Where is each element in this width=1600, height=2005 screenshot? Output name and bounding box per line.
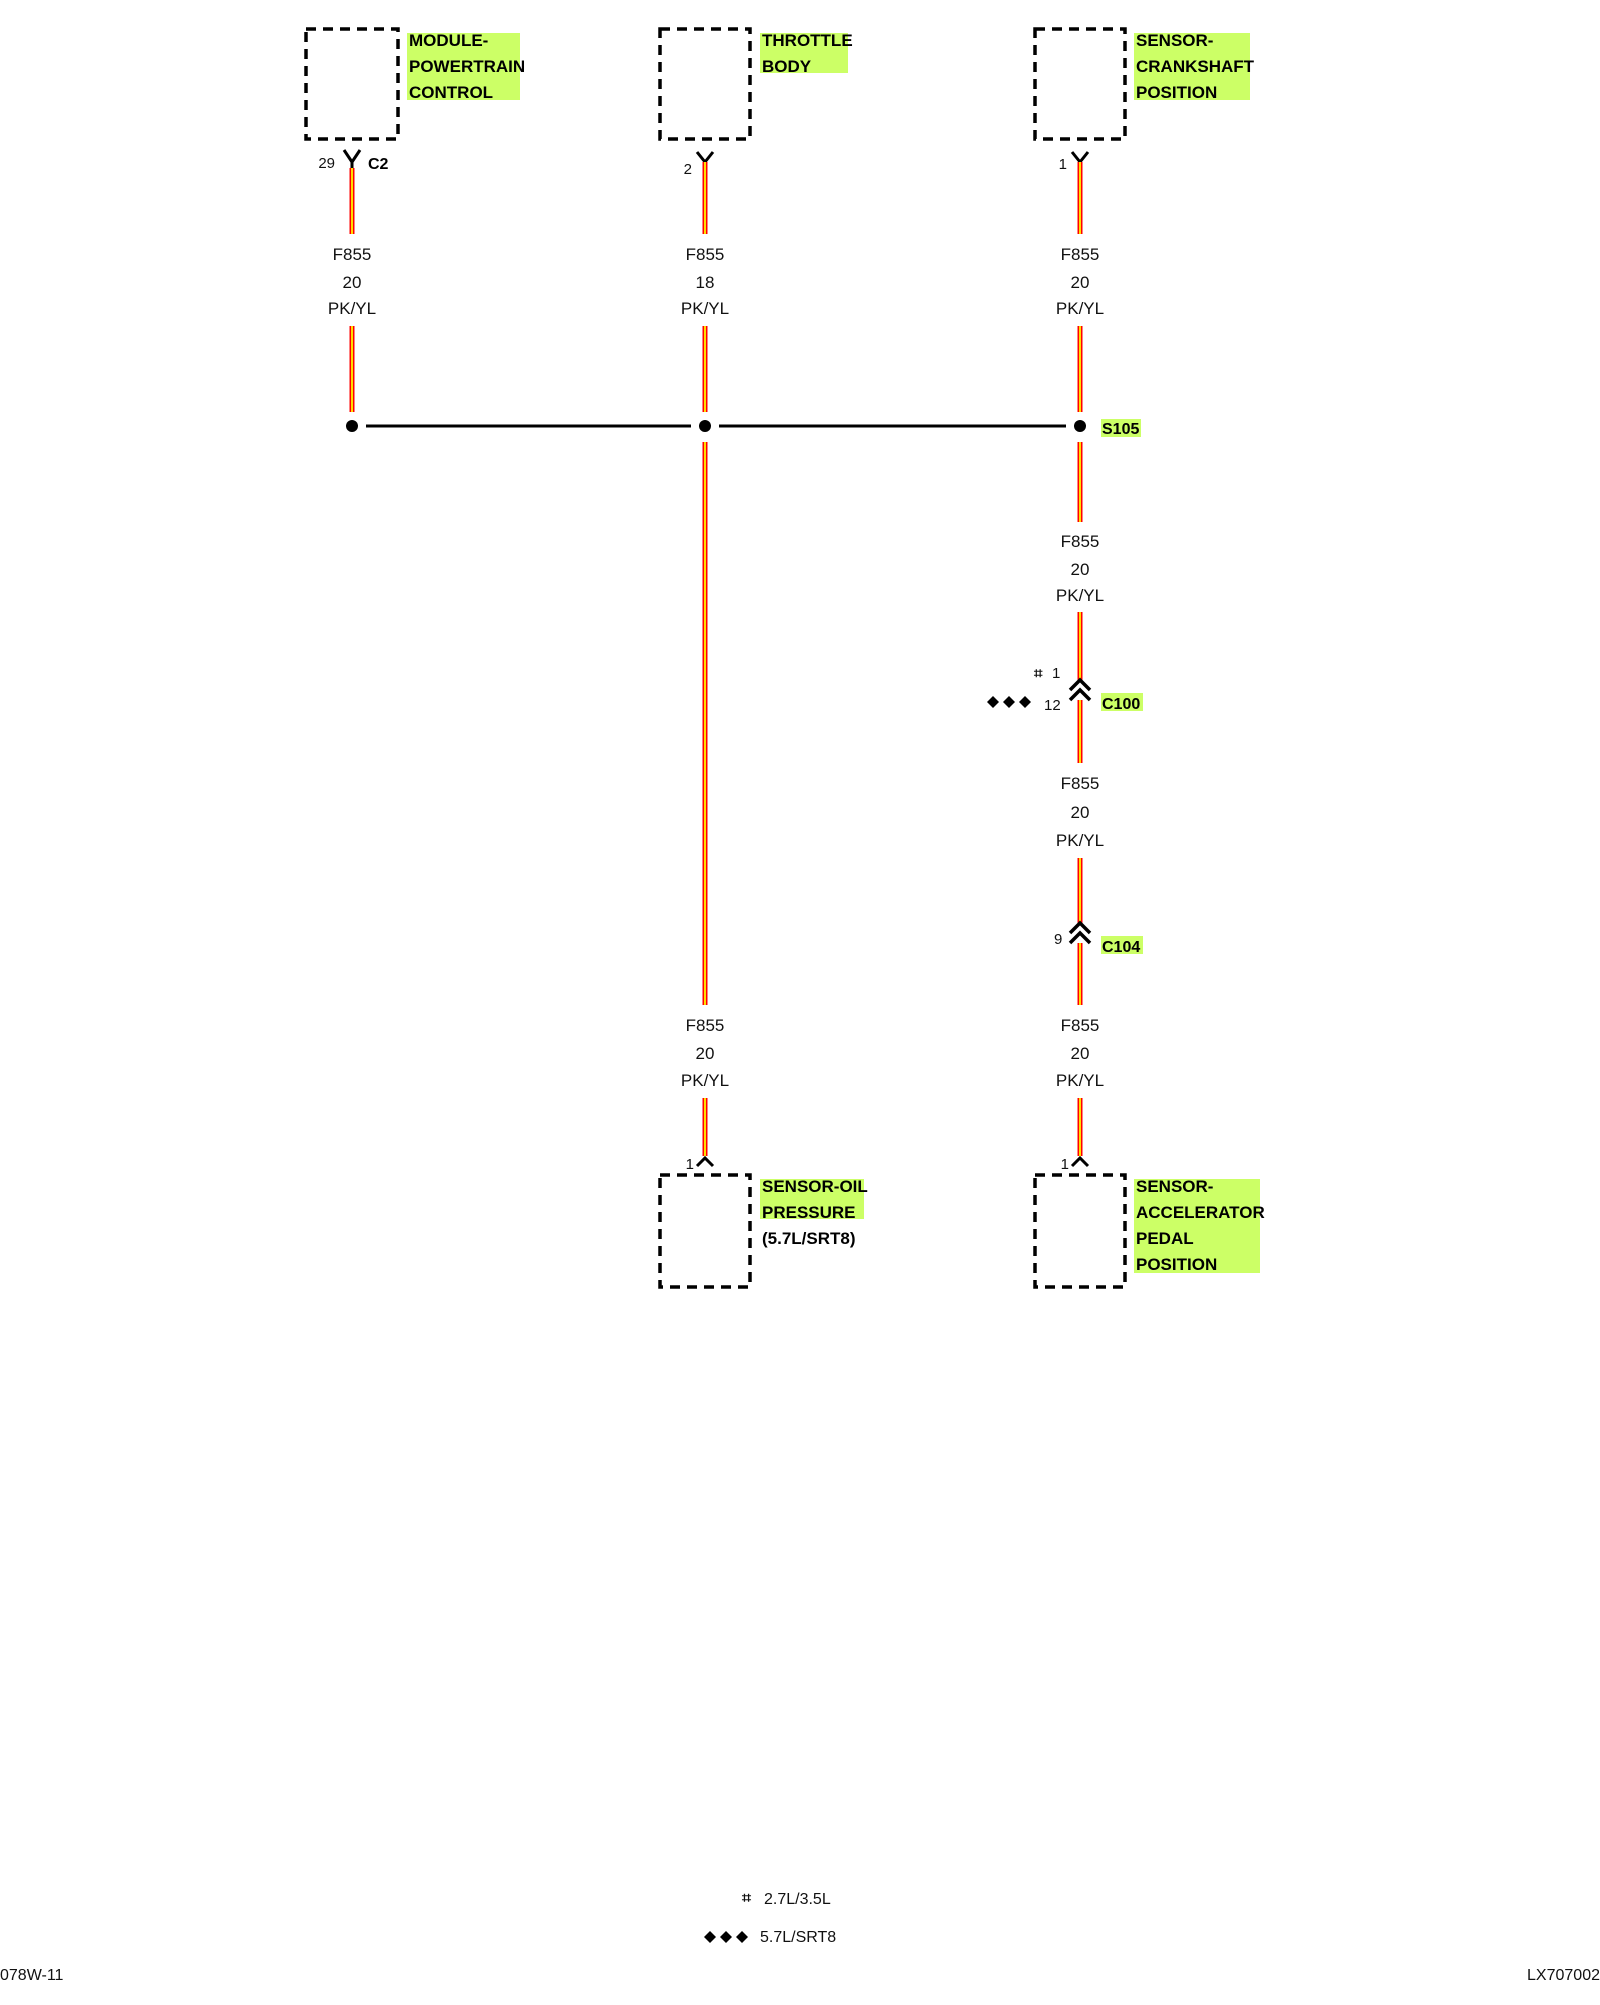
- wire-color: PK/YL: [681, 299, 729, 318]
- oil-sensor-box: [658, 1173, 752, 1289]
- throttle-terminal-icon: [695, 151, 715, 165]
- throttle-label-line: BODY: [762, 57, 812, 76]
- pcm-label-line: CONTROL: [409, 83, 493, 102]
- throttle-label-line: THROTTLE: [762, 31, 853, 50]
- crank-sensor-label: SENSOR- CRANKSHAFT POSITION: [1136, 31, 1255, 102]
- footer-left-code: 078W-11: [0, 1967, 64, 1984]
- oil-terminal-icon: [695, 1155, 715, 1168]
- wire-circuit: F855: [1061, 532, 1100, 551]
- pcm-label: MODULE- POWERTRAIN CONTROL: [409, 31, 525, 102]
- diamond-marks-icon: [987, 696, 1031, 708]
- c100-pin-a: 1: [1052, 665, 1060, 682]
- crank-sensor-box: [1033, 27, 1127, 141]
- splice-node: [1074, 420, 1086, 432]
- wire-gauge: 20: [1071, 1044, 1090, 1063]
- pcm-box: [304, 27, 400, 141]
- hash-mark-icon: ⌗: [1033, 665, 1043, 682]
- crank-label-line: SENSOR-: [1136, 31, 1213, 50]
- c100-connector-icon: [1068, 677, 1092, 702]
- wire-color: PK/YL: [1056, 831, 1104, 850]
- crank-terminal-icon: [1070, 151, 1090, 165]
- splice-node: [346, 420, 358, 432]
- legend-diamonds-icon: [704, 1931, 748, 1943]
- wire-gauge: 20: [696, 1044, 715, 1063]
- wire-color: PK/YL: [1056, 1071, 1104, 1090]
- wire-gauge: 18: [696, 273, 715, 292]
- app-sensor-label: SENSOR- ACCELERATOR PEDAL POSITION: [1136, 1177, 1265, 1274]
- footer-right-code: LX707002: [1527, 1967, 1600, 1984]
- c104-pin: 9: [1054, 931, 1062, 948]
- c100-pin-b: 12: [1044, 697, 1061, 714]
- app-label-line: ACCELERATOR: [1136, 1203, 1265, 1222]
- wire-color: PK/YL: [328, 299, 376, 318]
- wire-color: PK/YL: [1056, 299, 1104, 318]
- legend-hash-text: 2.7L/3.5L: [764, 1891, 831, 1908]
- crank-pin: 1: [1059, 156, 1067, 173]
- pcm-label-line: POWERTRAIN: [409, 57, 525, 76]
- wire-circuit: F855: [1061, 774, 1100, 793]
- pcm-pin: 29: [318, 155, 335, 172]
- crank-label-line: CRANKSHAFT: [1136, 57, 1255, 76]
- app-label-line: SENSOR-: [1136, 1177, 1213, 1196]
- app-pin: 1: [1061, 1156, 1069, 1173]
- legend-diamonds-text: 5.7L/SRT8: [760, 1929, 836, 1946]
- throttle-body-box: [658, 27, 752, 141]
- app-label-line: PEDAL: [1136, 1229, 1194, 1248]
- wire-circuit: F855: [1061, 1016, 1100, 1035]
- wire-color: PK/YL: [1056, 586, 1104, 605]
- throttle-body-label: THROTTLE BODY: [762, 31, 853, 76]
- c104-connector-icon: [1068, 920, 1092, 945]
- wire-circuit: F855: [1061, 245, 1100, 264]
- wire-color: PK/YL: [681, 1071, 729, 1090]
- splice-label: S105: [1102, 421, 1139, 438]
- app-label-line: POSITION: [1136, 1255, 1217, 1274]
- wire-circuit: F855: [686, 1016, 725, 1035]
- pcm-terminal-icon: [342, 149, 362, 170]
- app-terminal-icon: [1070, 1155, 1090, 1168]
- app-sensor-box: [1033, 1173, 1127, 1289]
- c100-label: C100: [1102, 696, 1140, 713]
- c104-label: C104: [1102, 939, 1140, 956]
- crank-label-line: POSITION: [1136, 83, 1217, 102]
- legend-hash-icon: ⌗: [741, 1890, 752, 1907]
- wire-segments: [349, 162, 1083, 1156]
- wire-gauge: 20: [343, 273, 362, 292]
- pcm-label-line: MODULE-: [409, 31, 488, 50]
- wire-gauge: 20: [1071, 803, 1090, 822]
- wire-gauge: 20: [1071, 273, 1090, 292]
- oil-label-line: PRESSURE: [762, 1203, 856, 1222]
- oil-pin: 1: [686, 1156, 694, 1173]
- wire-circuit: F855: [333, 245, 372, 264]
- oil-sensor-label: SENSOR-OIL PRESSURE (5.7L/SRT8): [762, 1177, 868, 1248]
- wire-circuit: F855: [686, 245, 725, 264]
- oil-label-line: SENSOR-OIL: [762, 1177, 868, 1196]
- splice-node: [699, 420, 711, 432]
- oil-label-note: (5.7L/SRT8): [762, 1229, 856, 1248]
- pcm-connector-label: C2: [368, 156, 389, 173]
- throttle-pin: 2: [684, 161, 692, 178]
- wire-gauge: 20: [1071, 560, 1090, 579]
